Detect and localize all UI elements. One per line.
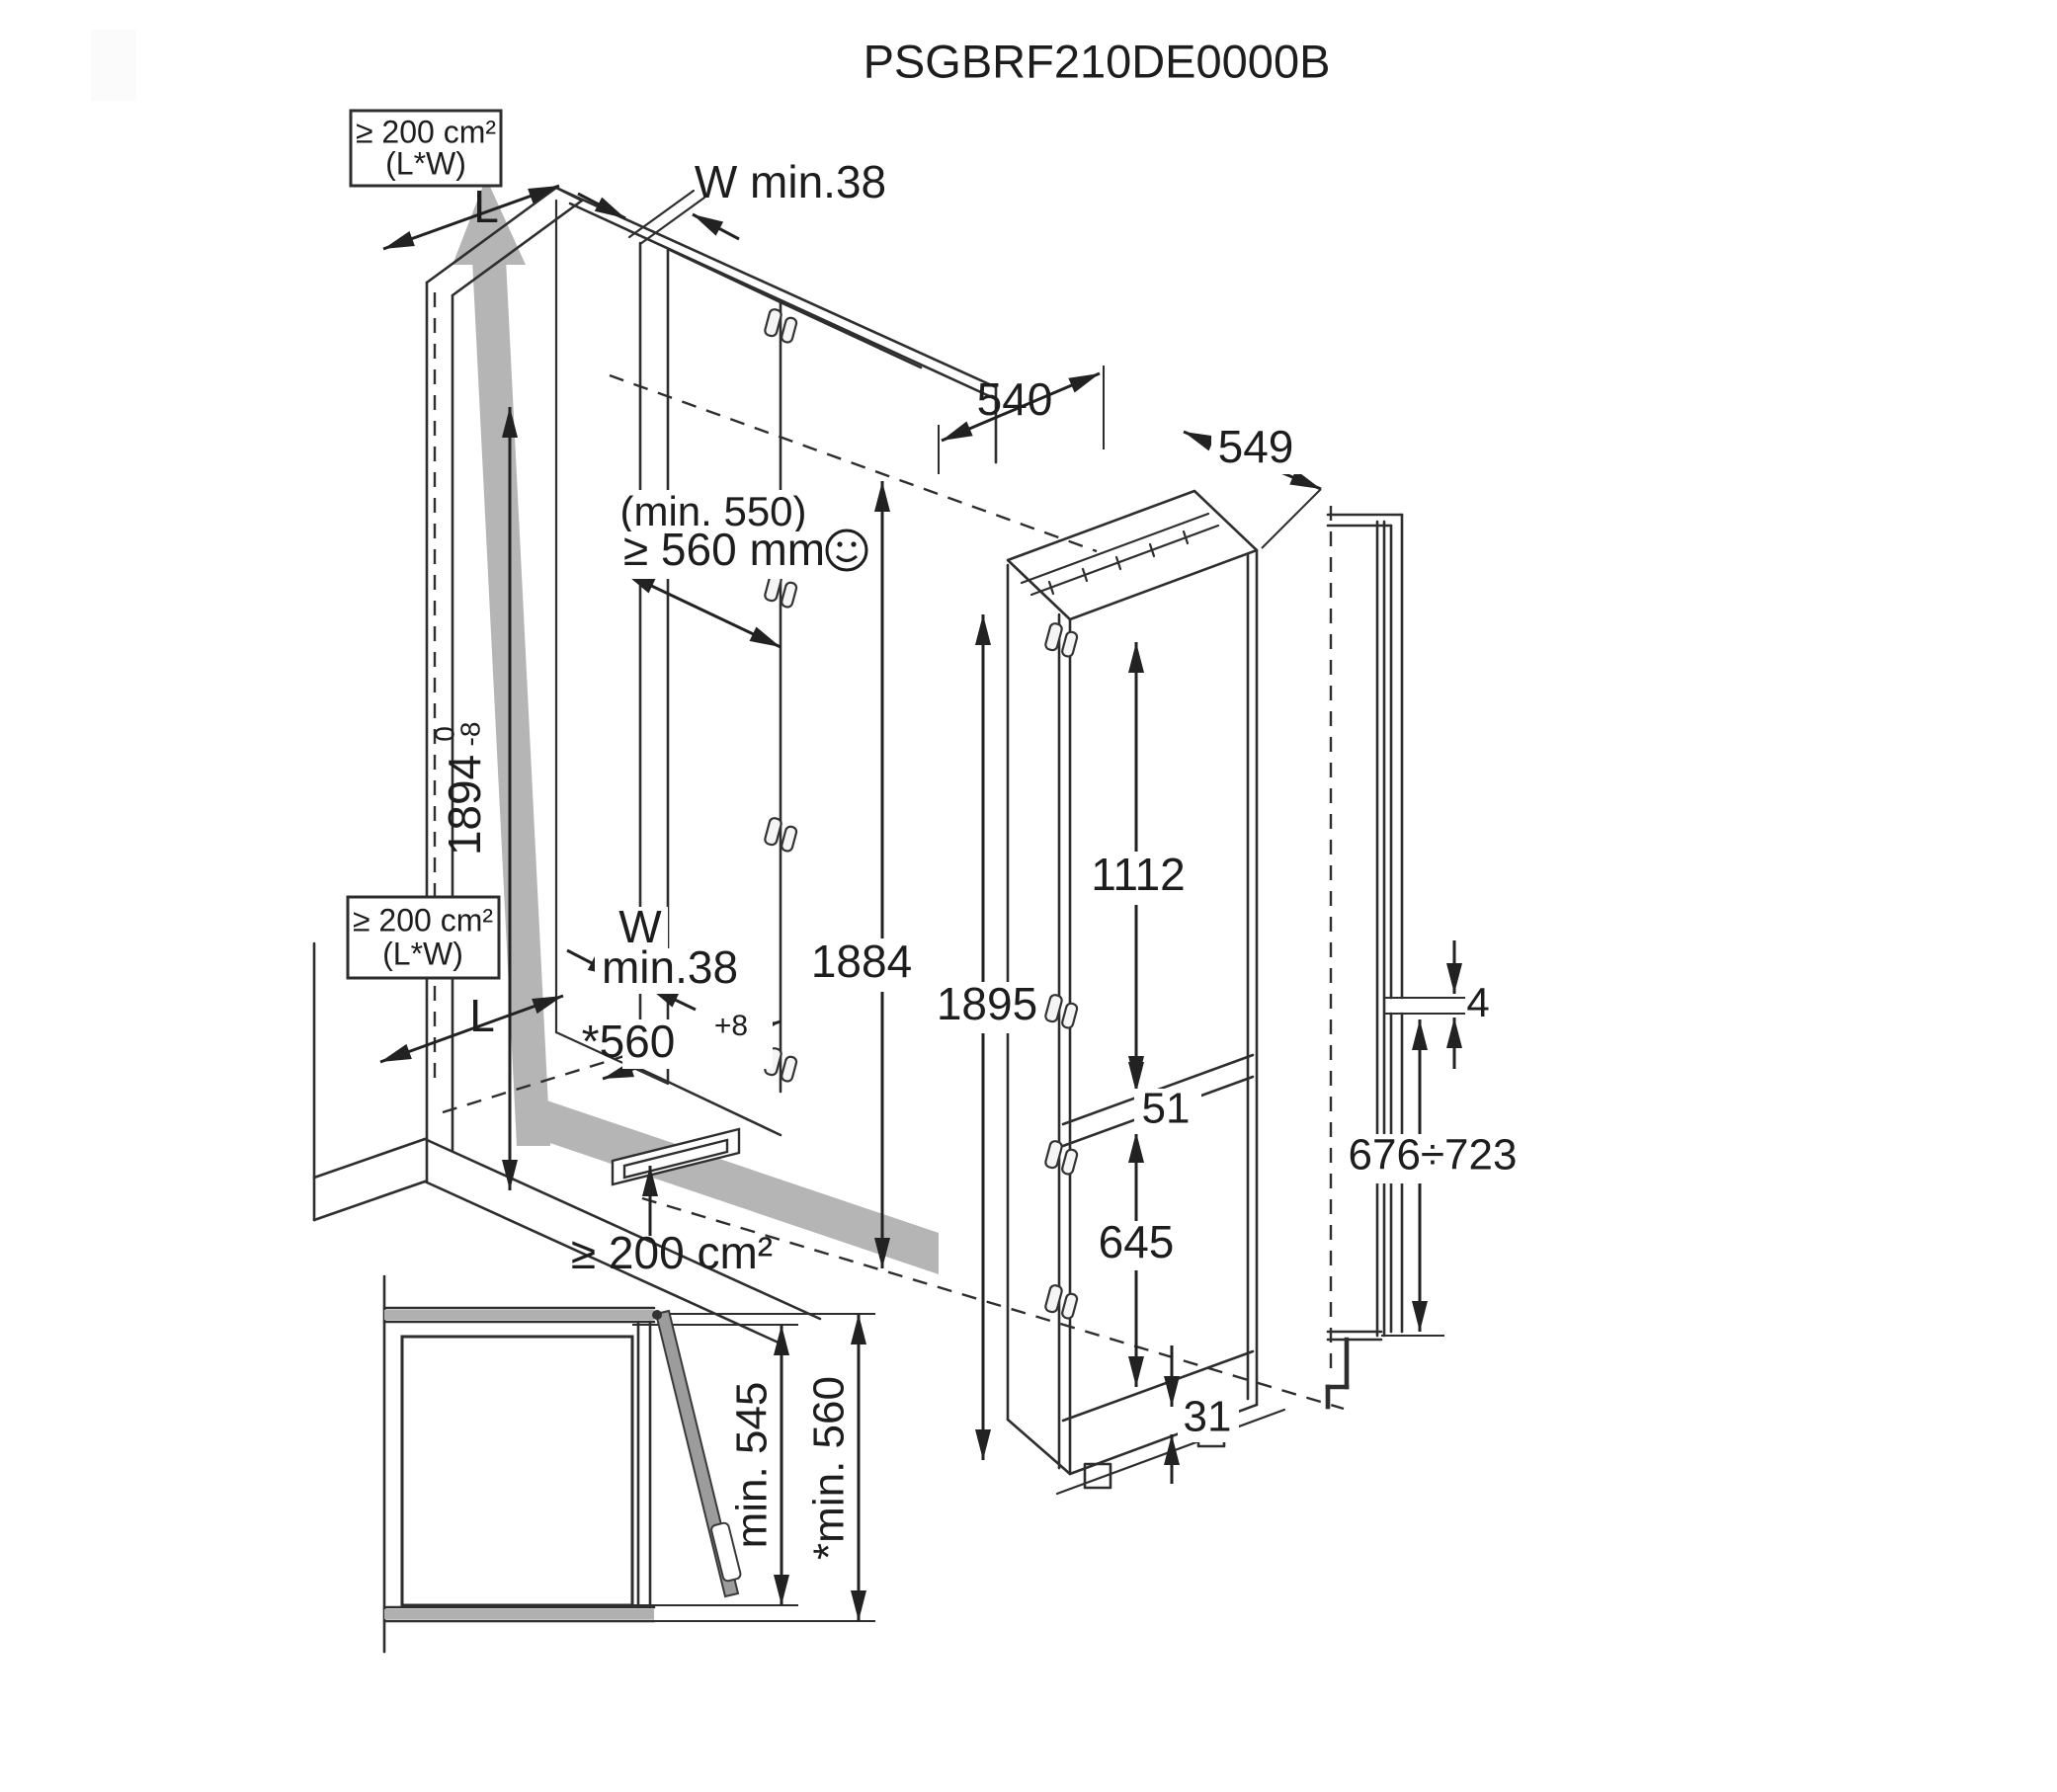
niche-height-tol-lower: -8 — [454, 722, 485, 747]
side-view-linework — [1325, 506, 1465, 1410]
hinge-icon — [1042, 620, 1081, 659]
hinge-icon — [1042, 992, 1081, 1030]
niche-width-value: *560 — [582, 1016, 676, 1067]
rail-gap-label: 51 — [1142, 1085, 1191, 1133]
niche-height-label: 1894 0 -8 — [429, 722, 490, 856]
niche-depth-min: ≥ 560 mm — [623, 524, 825, 575]
scan-artifact — [91, 30, 136, 101]
vent-area-top-line2: (L*W) — [385, 145, 466, 181]
panel-width-mid-line1: W — [618, 901, 662, 952]
hinge-icon — [1042, 1138, 1081, 1177]
plan-inner-depth-text: min. 545 — [728, 1382, 777, 1549]
dimensions — [379, 184, 1462, 1621]
lower-door-height-label: 645 — [1099, 1216, 1175, 1267]
vent-area-mid-line1: ≥ 200 cm² — [353, 902, 493, 937]
niche-height-tol-upper: 0 — [429, 726, 459, 742]
hinge-icon — [1042, 1282, 1081, 1321]
plan-outer-depth-text: *min. 560 — [805, 1376, 854, 1560]
door-handle — [710, 1521, 742, 1583]
length-label-top: L — [473, 181, 499, 232]
vent-area-top-box: ≥ 200 cm² (L*W) — [349, 109, 503, 188]
niche-width-tolerance: +8 — [714, 1010, 748, 1042]
vent-area-top-line1: ≥ 200 cm² — [356, 114, 496, 149]
plan-view-linework — [382, 1274, 875, 1654]
appliance-depth-label: 540 — [977, 373, 1053, 425]
panel-width-top-label: W min.38 — [695, 156, 886, 207]
plan-inner-depth-label: min. 545 — [728, 1382, 777, 1549]
lower-door-range-label: 676÷723 — [1349, 1131, 1518, 1180]
length-label-mid: L — [469, 990, 495, 1041]
door-gap-label: 4 — [1466, 979, 1489, 1025]
panel-width-mid-line2: min.38 — [602, 941, 738, 993]
model-number: PSGBRF210DE0000B — [864, 35, 1331, 87]
niche-front-height-label: 1884 — [811, 936, 912, 987]
vent-area-mid-line2: (L*W) — [382, 936, 463, 971]
plinth-height-label: 31 — [1184, 1393, 1232, 1441]
plan-open-door — [652, 1309, 742, 1598]
appliance-hinges — [1042, 620, 1081, 1321]
vent-area-bottom-label: ≥ 200 cm² — [571, 1227, 773, 1278]
niche-depth-note: (min. 550) — [619, 488, 806, 534]
niche-height-value: 1894 — [439, 755, 490, 855]
plan-outer-depth-label: *min. 560 — [805, 1376, 854, 1560]
niche-top-hidden-line — [609, 373, 1098, 553]
vent-area-mid-box: ≥ 200 cm² (L*W) — [346, 895, 501, 980]
door-pivot — [652, 1310, 662, 1320]
smiley-icon — [825, 529, 868, 572]
floor-hidden-line — [641, 1196, 1345, 1411]
upper-door-height-label: 1112 — [1091, 849, 1186, 900]
appliance-height-label: 1895 — [937, 978, 1037, 1029]
appliance-depth-door-label: 549 — [1218, 421, 1294, 472]
